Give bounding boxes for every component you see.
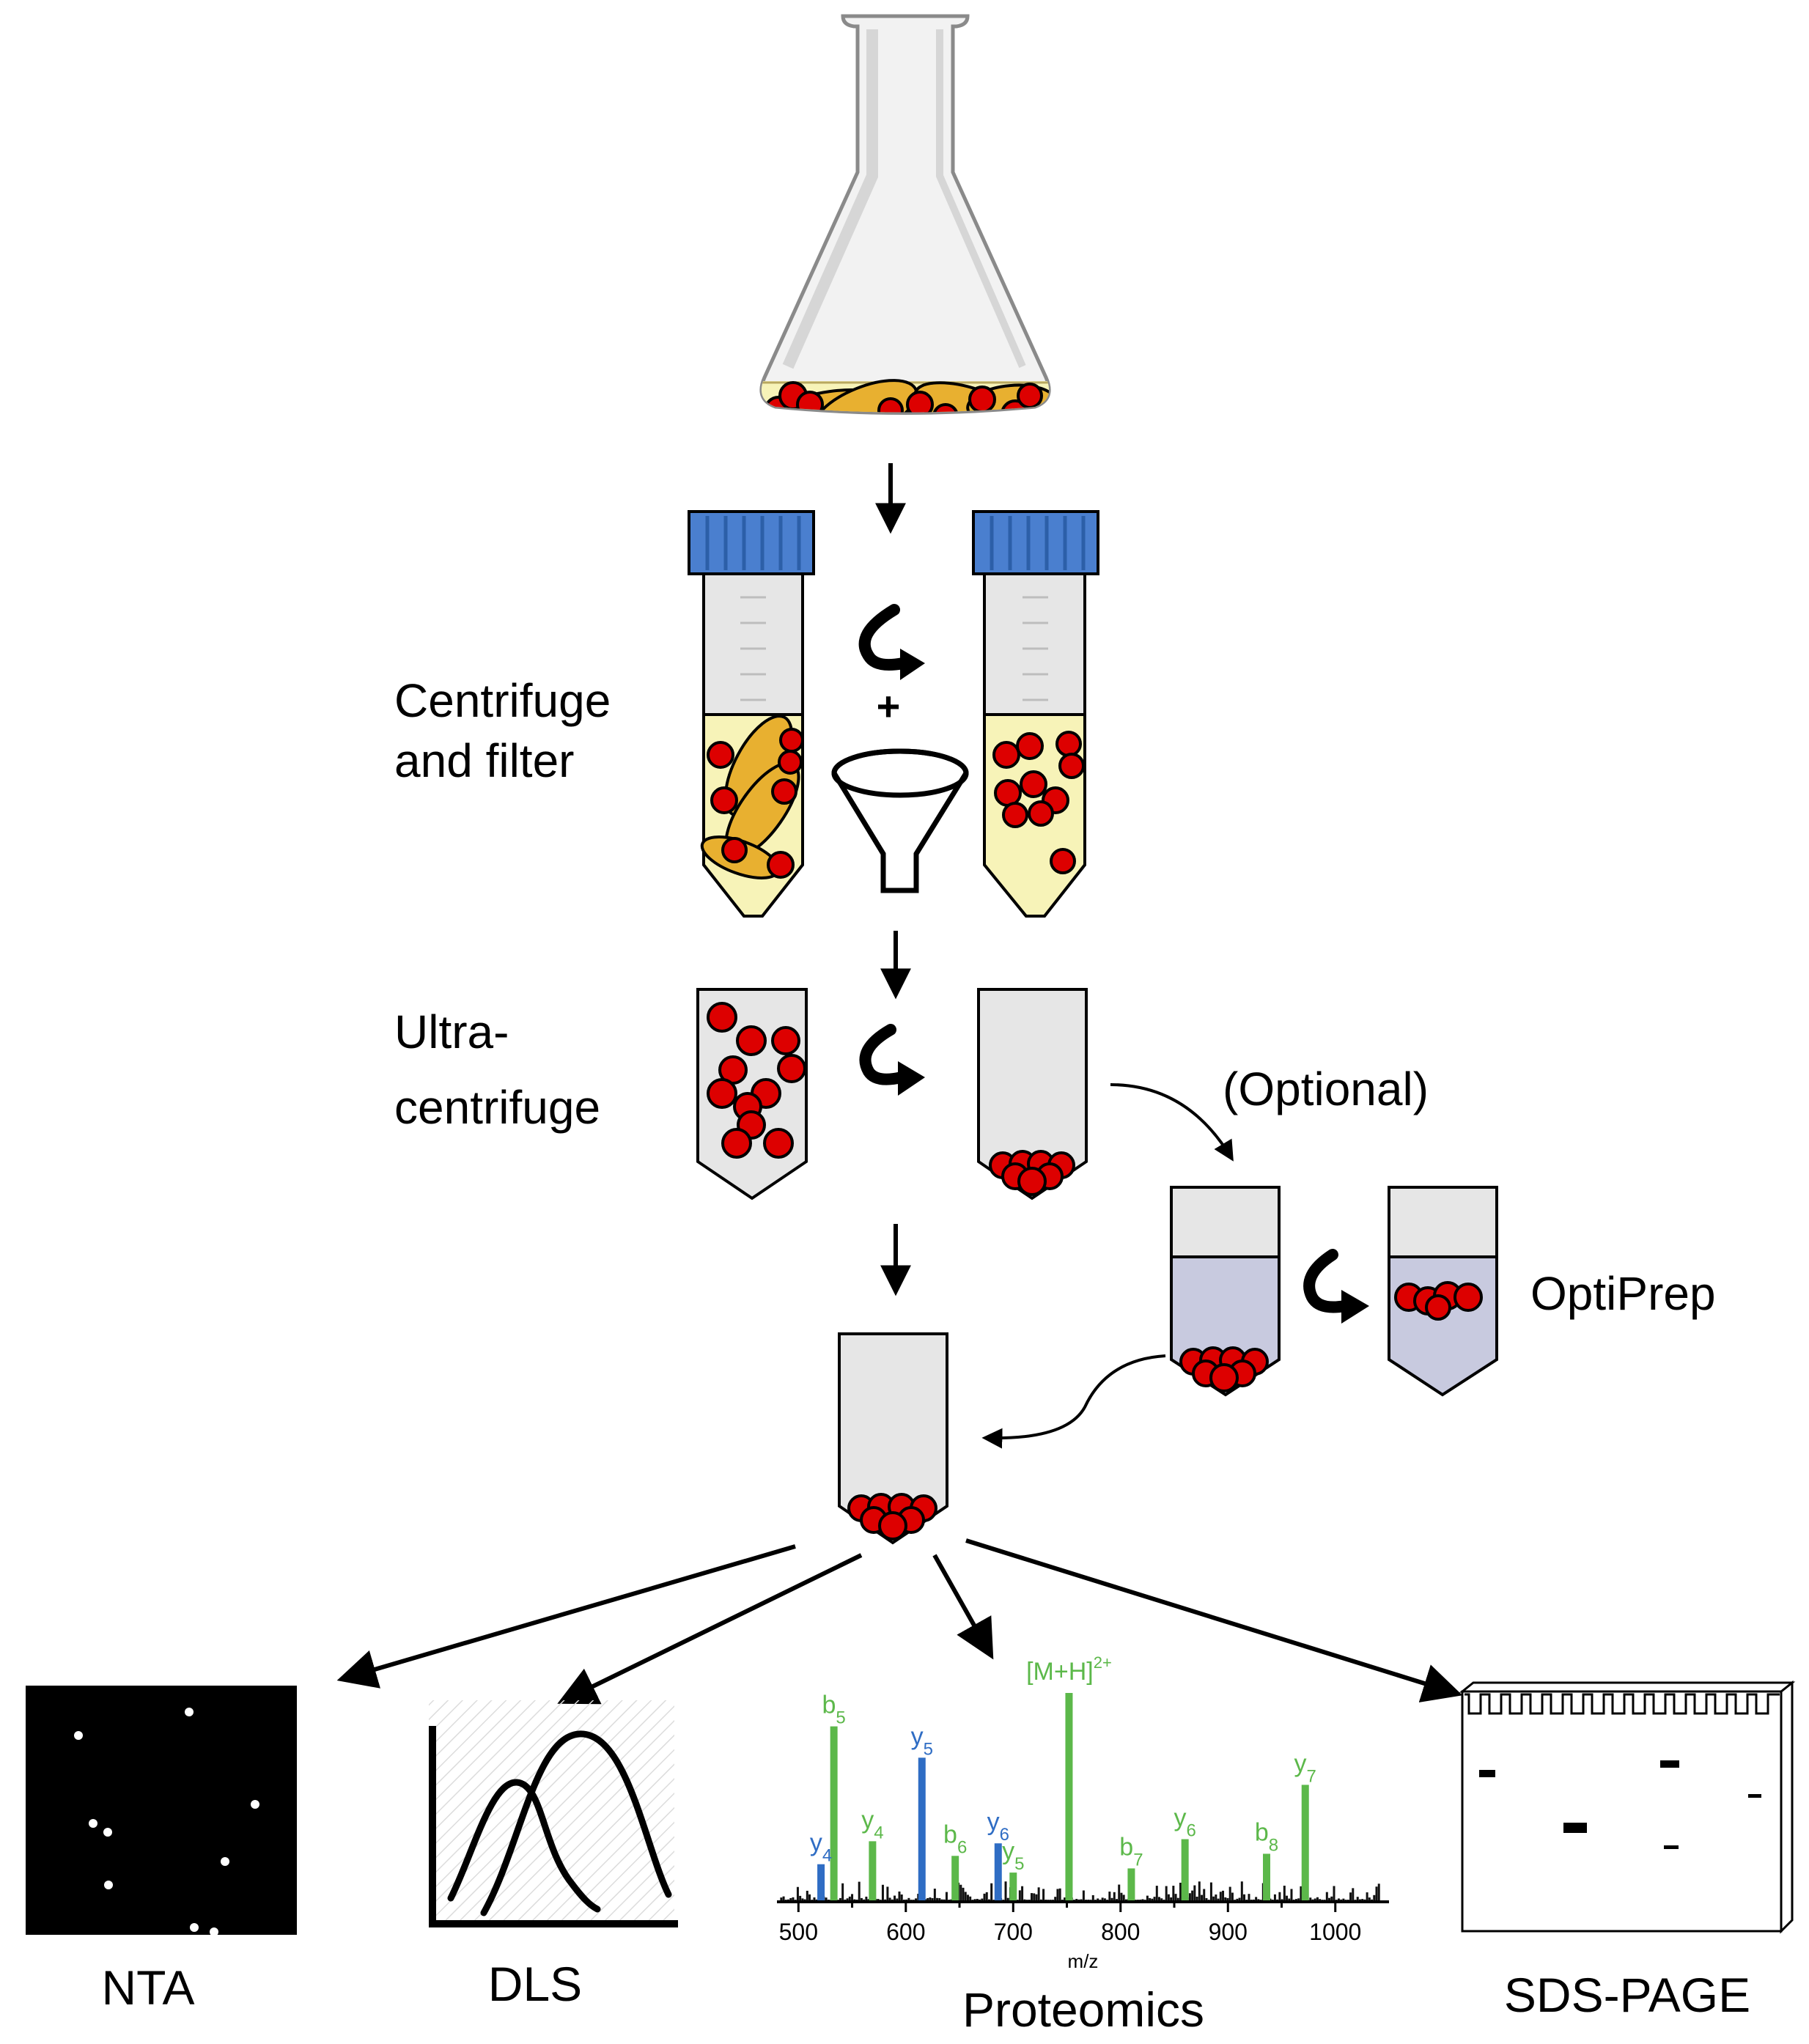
- conical-tube-icon: [688, 510, 815, 918]
- flask-icon: [759, 14, 1051, 415]
- sds-page-label: SDS-PAGE: [1504, 1968, 1750, 2022]
- flow-arrow-nta: [336, 1544, 796, 1689]
- optiprep-tube-icon: [1170, 1186, 1281, 1397]
- vesicles: [707, 728, 804, 879]
- peak-label: y7: [1294, 1749, 1316, 1786]
- x-tick-label: 500: [779, 1919, 818, 1945]
- peak-label: y5: [1002, 1837, 1024, 1874]
- vesicle-pellet: [847, 1493, 937, 1541]
- optional-flow-arrow: [1110, 1083, 1234, 1162]
- spectrum-peak: [869, 1841, 877, 1902]
- dls-label: DLS: [488, 1957, 582, 2011]
- dls-distribution-curve: [480, 1730, 672, 1916]
- spectrum-peak: [1009, 1873, 1017, 1902]
- vesicles: [707, 1002, 806, 1159]
- x-tick-label: 800: [1101, 1919, 1140, 1945]
- peak-label: y4: [861, 1806, 883, 1842]
- spectrum-peak: [918, 1757, 926, 1902]
- optiprep-tube-icon: [1388, 1186, 1498, 1397]
- gel-wells: [1464, 1693, 1780, 1715]
- spectrum-peak: [817, 1864, 825, 1902]
- density-gradient: [1388, 1255, 1498, 1397]
- nta-image: [26, 1686, 297, 1936]
- spectrum-peak: [1127, 1868, 1135, 1902]
- dls-plot: [429, 1700, 678, 1927]
- plus-icon: +: [877, 683, 901, 729]
- spectrum-peak: [1263, 1853, 1270, 1902]
- centrifuge-rotation-arrow-icon: [1303, 1249, 1369, 1324]
- funnel-icon: [831, 748, 969, 893]
- centrifuge-rotation-arrow-icon: [859, 1024, 925, 1096]
- spectrum-peak: [830, 1726, 838, 1902]
- spectrum-peak: [994, 1843, 1002, 1902]
- peak-label: b5: [822, 1691, 845, 1728]
- vesicle-band: [1394, 1281, 1483, 1321]
- spectrum-peaks: [817, 1693, 1309, 1902]
- peak-label: b7: [1119, 1833, 1143, 1870]
- nta-label: NTA: [101, 1960, 194, 2015]
- centrifuge-rotation-arrow-icon: [858, 604, 925, 680]
- return-flow-arrow: [981, 1354, 1166, 1449]
- spectrum-peak: [951, 1856, 959, 1902]
- spectrum-peak: [1301, 1785, 1309, 1902]
- sds-page-gel: [1459, 1680, 1796, 1934]
- pellet-tube-icon: [977, 988, 1088, 1200]
- vesicles: [992, 731, 1085, 874]
- final-pellet-tube-icon: [838, 1332, 948, 1545]
- peak-label: b8: [1255, 1818, 1278, 1855]
- gel-bands: [1479, 1760, 1761, 1849]
- x-tick-label: 600: [886, 1919, 925, 1945]
- flow-arrow-proteomics: [932, 1554, 994, 1660]
- step-label-ultracentrifuge: Ultra- centrifuge: [394, 1006, 600, 1134]
- vesicle-pellet: [1179, 1346, 1269, 1392]
- x-tick-label: 700: [994, 1919, 1033, 1945]
- tube-cap: [688, 510, 815, 575]
- x-tick-label: 1000: [1309, 1919, 1361, 1945]
- x-axis-label: m/z: [1068, 1950, 1099, 1972]
- spectrum-peak: [1181, 1839, 1189, 1902]
- spectrum-peak: [1065, 1693, 1073, 1902]
- nta-particles: [74, 1708, 259, 1936]
- flow-arrow-sds-page: [965, 1538, 1463, 1702]
- tube-cap: [972, 510, 1099, 575]
- step-label-centrifuge-filter: Centrifuge and filter: [394, 674, 624, 787]
- peak-label: [M+H]2+: [1026, 1653, 1112, 1686]
- peak-label: y6: [987, 1808, 1009, 1845]
- optional-label: (Optional): [1223, 1063, 1429, 1115]
- peak-label: b6: [943, 1820, 967, 1857]
- conical-tube-icon: [972, 510, 1099, 918]
- peak-label: y6: [1174, 1804, 1195, 1841]
- x-axis: 500 600 700 800 900 1000 m/z: [777, 1900, 1389, 1972]
- x-tick-label: 900: [1209, 1919, 1248, 1945]
- flow-arrow-dls: [557, 1553, 863, 1705]
- proteomics-label: Proteomics: [962, 1982, 1204, 2037]
- optiprep-label: OptiPrep: [1530, 1267, 1716, 1320]
- ultracentrifuge-tube-icon: [696, 988, 808, 1200]
- peak-label: y5: [911, 1722, 933, 1759]
- peak-label: y4: [810, 1829, 832, 1866]
- vesicle-pellet: [989, 1150, 1075, 1196]
